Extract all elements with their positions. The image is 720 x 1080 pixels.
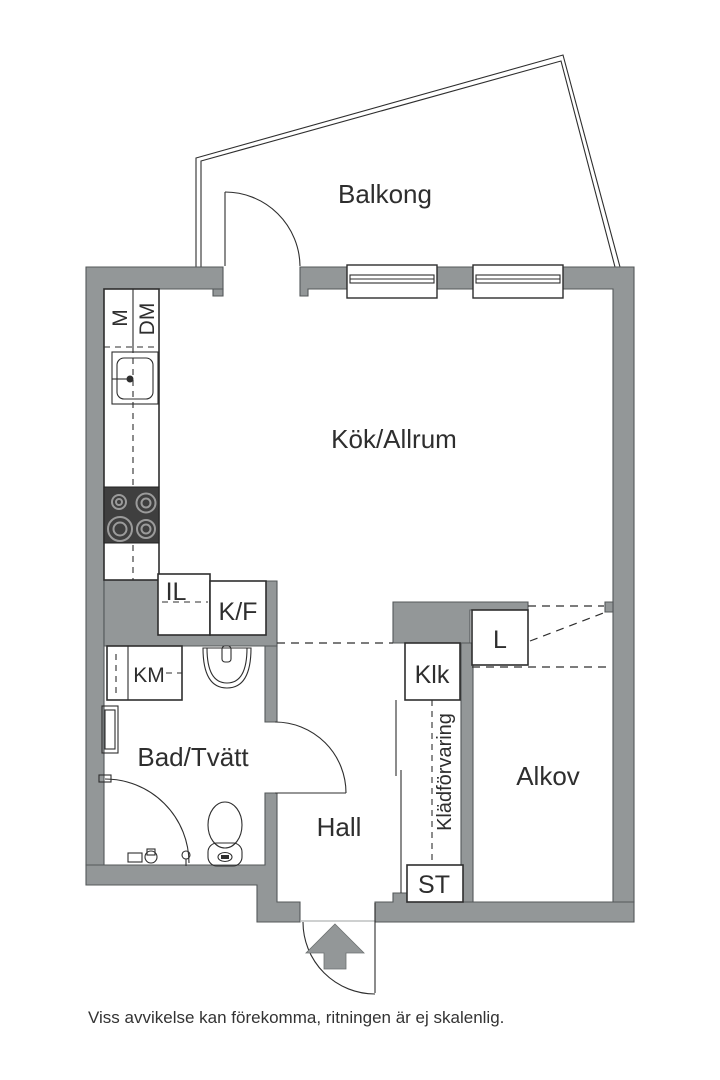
wall-bathroom-bottom: [85, 792, 301, 923]
hall-and-storage: Klk L Klädförvaring ST Hall: [317, 609, 529, 903]
kitchen-sink-outer: [111, 351, 159, 405]
hall-label: Hall: [317, 812, 362, 842]
micro-label: M: [109, 309, 132, 327]
wall-top-right-and-right: [562, 266, 635, 903]
bathroom: KM Bad/Tvätt: [98, 645, 347, 867]
balcony: Balkong: [195, 54, 621, 268]
km-label: KM: [133, 664, 165, 687]
alcove-diagonal-dashed: [529, 611, 607, 642]
toilet-flush: [217, 851, 233, 863]
shower-curtain-arc: [104, 778, 190, 864]
radiator-outer: [101, 705, 119, 754]
toilet-button: [221, 855, 229, 859]
burner-1-icon: [111, 494, 127, 510]
balcony-outer-rail: [195, 54, 621, 268]
burner-2-inner-icon: [140, 497, 152, 509]
burner-2-icon: [135, 492, 157, 514]
entrance: [300, 903, 376, 995]
balcony-door-swing-arc: [224, 191, 301, 267]
bath-sink-tap: [221, 645, 232, 663]
burner-4-inner-icon: [140, 523, 152, 535]
floor-drain-icon: [127, 852, 143, 863]
disclaimer-text: Viss avvikelse kan förekomma, ritningen …: [88, 1008, 504, 1027]
il-label: IL: [166, 578, 187, 606]
kitchen-faucet: [126, 375, 134, 383]
floor-fixture-icon: [144, 850, 158, 864]
burner-4-icon: [136, 519, 156, 539]
burner-1-inner-icon: [115, 498, 123, 506]
toilet-tank: [207, 842, 243, 867]
wall-top-between-door-window: [299, 266, 348, 297]
balcony-label: Balkong: [338, 179, 432, 209]
floor-fixture-2-icon: [146, 848, 156, 856]
klk-label: Klk: [415, 661, 450, 689]
wall-right-notch: [604, 601, 614, 613]
wall-bathroom-right-upper: [264, 645, 278, 723]
st-box: [406, 864, 464, 903]
window-1: [346, 264, 438, 299]
alcove-label: Alkov: [516, 761, 580, 791]
radiator-inner: [104, 709, 116, 750]
kitchen-counter: M DM: [103, 288, 160, 581]
l-label: L: [493, 626, 507, 654]
klk-box: [404, 642, 461, 701]
balcony-inner-rail: [200, 60, 616, 268]
kitchen-closets: IL K/F: [157, 573, 267, 636]
bathroom-door-swing-arc: [274, 721, 347, 794]
wall-balcony-door-left-jamb: [212, 288, 224, 297]
bath-sink-outer: [202, 647, 252, 689]
bathroom-label: Bad/Tvätt: [137, 742, 249, 772]
wall-window-pier: [436, 266, 474, 290]
kf-label: K/F: [219, 598, 258, 626]
burner-3-icon: [107, 516, 133, 542]
clothes-storage-label: Klädförvaring: [434, 713, 456, 831]
toilet-bowl: [207, 801, 243, 849]
kf-box: [209, 580, 267, 636]
wall-wardrobe-alcove-divider: [460, 642, 474, 903]
st-label: ST: [418, 871, 450, 899]
window-2: [472, 264, 564, 299]
l-box: [471, 609, 529, 666]
bath-sink-basin: [206, 647, 248, 684]
shower-rail-end: [98, 774, 112, 783]
windows: [346, 264, 564, 299]
burner-3-inner-icon: [112, 521, 128, 537]
entrance-arrow-icon: [305, 923, 365, 970]
dishwasher-label: DM: [136, 303, 159, 336]
kitchen-living-label: Kök/Allrum: [331, 424, 457, 454]
il-box: [157, 573, 211, 636]
entrance-door-swing-arc: [302, 921, 376, 995]
